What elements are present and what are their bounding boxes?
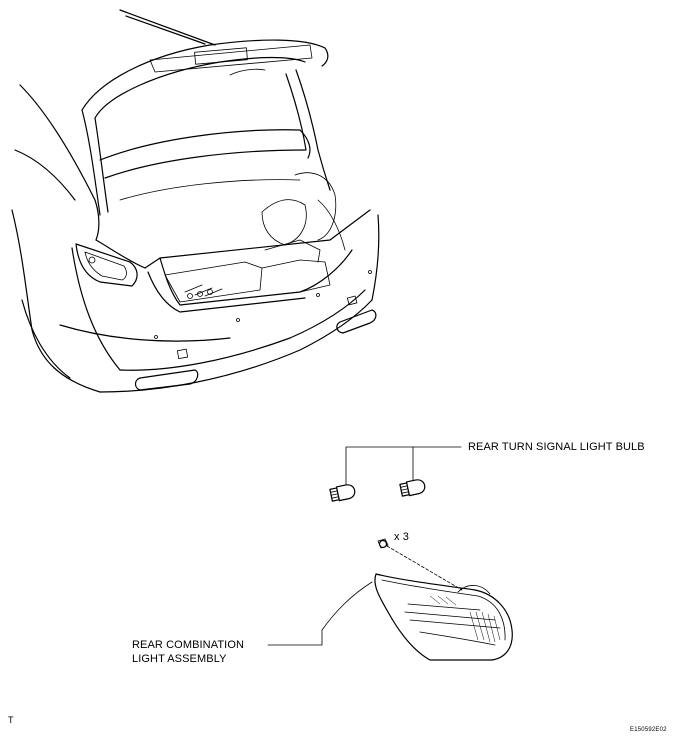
screw-icon — [377, 538, 463, 591]
screw-count-label: x 3 — [394, 531, 409, 543]
bulb-leader-lines — [345, 446, 462, 488]
car-rear-trunk-open-illustration — [11, 9, 380, 393]
figure-code: E150592E02 — [630, 727, 667, 733]
assembly-label-line2: LIGHT ASSEMBLY — [132, 653, 227, 665]
assembly-leader-line — [267, 581, 373, 646]
corner-mark: T — [8, 715, 14, 725]
assembly-label-line1: REAR COMBINATION — [132, 639, 245, 651]
rear-combination-light-icon — [374, 573, 513, 661]
bulb-label: REAR TURN SIGNAL LIGHT BULB — [468, 441, 645, 453]
bulb-icon — [329, 479, 426, 502]
